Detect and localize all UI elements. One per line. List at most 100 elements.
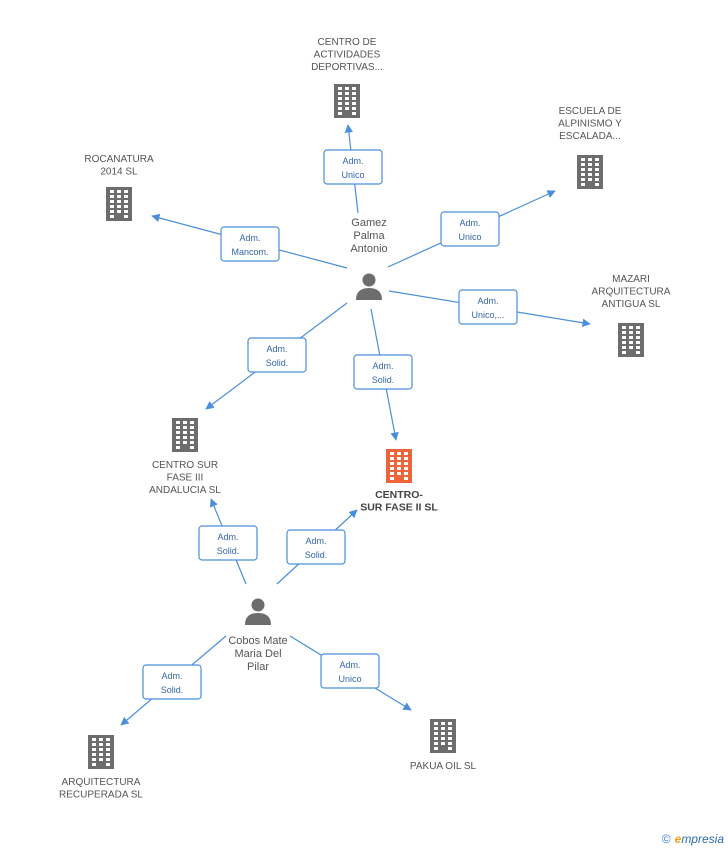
edge-label-box[interactable] — [320, 653, 380, 689]
company-node-fase2[interactable]: CENTRO-SUR FASE II SL — [360, 449, 438, 514]
edge-label-cobos-to-fase3[interactable]: Adm.Solid. — [198, 525, 258, 561]
building-window — [595, 183, 599, 186]
edge-label-text: Solid. — [372, 375, 395, 385]
building-window — [588, 168, 592, 171]
node-label: Maria Del — [234, 648, 281, 660]
node-label: Cobos Mate — [228, 635, 287, 647]
edge-label-box[interactable] — [353, 354, 413, 390]
building-icon — [88, 735, 114, 769]
edge-label-gamez-to-fase3[interactable]: Adm.Solid. — [247, 337, 307, 373]
building-window — [190, 421, 194, 424]
edge-label-gamez-to-mazari[interactable]: Adm.Unico,... — [458, 289, 518, 325]
edge-label-cobos-to-pakua[interactable]: Adm.Unico — [320, 653, 380, 689]
building-window — [629, 331, 633, 334]
building-icon — [106, 187, 132, 221]
person-body — [356, 288, 382, 300]
edge-label-box[interactable] — [440, 211, 500, 247]
edge-label-box[interactable] — [458, 289, 518, 325]
edge-label-gamez-to-actividades[interactable]: Adm.Unico — [323, 149, 383, 185]
edge-label-box[interactable] — [323, 149, 383, 185]
building-window — [92, 758, 96, 761]
building-window — [636, 326, 640, 329]
edge-label-box[interactable] — [198, 525, 258, 561]
edge-label-box[interactable] — [142, 664, 202, 700]
building-window — [581, 158, 585, 161]
building-window — [636, 341, 640, 344]
edge-label-gamez-to-rocanatura[interactable]: Adm.Mancom. — [220, 226, 280, 262]
building-window — [588, 173, 592, 176]
edge-label-text: Solid. — [266, 358, 289, 368]
edge-label-cobos-to-fase2[interactable]: Adm.Solid. — [286, 529, 346, 565]
building-window — [110, 195, 114, 198]
building-window — [390, 457, 394, 460]
building-window — [176, 426, 180, 429]
building-window — [110, 200, 114, 203]
building-window — [629, 326, 633, 329]
building-window — [448, 742, 452, 745]
node-label: CENTRO DE — [318, 37, 377, 48]
building-window — [622, 336, 626, 339]
building-window — [345, 97, 349, 100]
brand-logo-text: mpresia — [681, 832, 724, 846]
building-window — [117, 205, 121, 208]
building-window — [448, 727, 452, 730]
building-window — [622, 341, 626, 344]
building-window — [404, 452, 408, 455]
edge-label-box[interactable] — [220, 226, 280, 262]
edge-label-gamez-to-escuela[interactable]: Adm.Unico — [440, 211, 500, 247]
brand-logo-initial: e — [674, 832, 682, 846]
building-window — [448, 747, 452, 750]
building-icon — [386, 449, 412, 483]
building-window — [190, 426, 194, 429]
building-window — [338, 107, 342, 110]
edge-label-text: Adm. — [459, 218, 480, 228]
edge-label-text: Unico,... — [471, 310, 504, 320]
building-window — [397, 467, 401, 470]
building-window — [110, 205, 114, 208]
footer-brand[interactable]: ©empresia — [662, 832, 724, 846]
building-window — [92, 753, 96, 756]
building-window — [183, 436, 187, 439]
edge-label-gamez-to-fase2[interactable]: Adm.Solid. — [353, 354, 413, 390]
edge-label-text: Unico — [338, 674, 361, 684]
building-window — [117, 210, 121, 213]
node-label: ALPINISMO Y — [558, 119, 622, 130]
building-window — [404, 477, 408, 480]
node-label: 2014 SL — [100, 167, 138, 178]
building-window — [106, 763, 110, 766]
building-window — [588, 163, 592, 166]
building-window — [390, 472, 394, 475]
building-window — [397, 457, 401, 460]
building-window — [629, 346, 633, 349]
edge-label-cobos-to-recuperada[interactable]: Adm.Solid. — [142, 664, 202, 700]
edge-label-text: Solid. — [161, 685, 184, 695]
building-window — [588, 158, 592, 161]
building-window — [124, 200, 128, 203]
building-window — [397, 452, 401, 455]
building-window — [448, 722, 452, 725]
building-icon — [577, 155, 603, 189]
building-window — [441, 722, 445, 725]
building-window — [338, 87, 342, 90]
company-node-actividades[interactable]: CENTRO DEACTIVIDADESDEPORTIVAS... — [311, 37, 383, 118]
company-node-pakua[interactable]: PAKUA OIL SL — [410, 719, 477, 772]
building-window — [106, 748, 110, 751]
building-window — [622, 326, 626, 329]
building-window — [110, 215, 114, 218]
building-window — [622, 346, 626, 349]
building-window — [441, 732, 445, 735]
building-window — [338, 102, 342, 105]
edge-label-box[interactable] — [286, 529, 346, 565]
copyright-icon: © — [661, 832, 671, 846]
building-window — [338, 92, 342, 95]
node-label: Palma — [353, 230, 385, 242]
edge-label-box[interactable] — [247, 337, 307, 373]
node-label: MAZARI — [612, 274, 650, 285]
